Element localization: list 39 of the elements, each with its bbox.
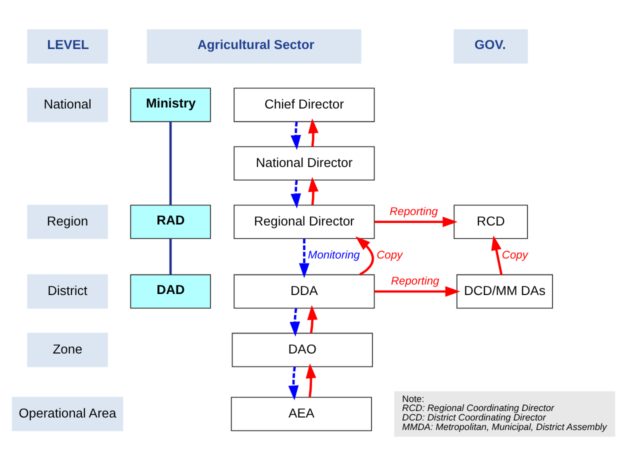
connector bbox=[169, 122, 172, 206]
node-box: National bbox=[27, 88, 108, 122]
arrow bbox=[290, 308, 300, 337]
node-box: DDA bbox=[234, 274, 375, 309]
node-box: RCD bbox=[454, 204, 528, 240]
node-box: Region bbox=[27, 204, 108, 240]
node-box: National Director bbox=[234, 146, 375, 181]
arrow bbox=[299, 238, 310, 278]
edge-label: Copy bbox=[376, 250, 403, 262]
node-box: LEVEL bbox=[27, 29, 108, 64]
connector bbox=[169, 238, 172, 275]
arrow bbox=[290, 180, 301, 209]
edge-label: Monitoring bbox=[308, 250, 360, 262]
node-box: Agricultural Sector bbox=[146, 29, 362, 64]
arrow bbox=[355, 236, 374, 276]
node-box: Ministry bbox=[130, 88, 211, 122]
node-box: GOV. bbox=[454, 29, 528, 64]
node-box: DCD/MM DAs bbox=[456, 274, 553, 309]
arrow bbox=[290, 122, 301, 150]
arrow bbox=[306, 363, 316, 398]
node-box: RAD bbox=[130, 204, 211, 240]
node-box: District bbox=[27, 274, 108, 309]
edge-label: Reporting bbox=[391, 276, 440, 288]
node-box: Operational Area bbox=[12, 396, 124, 432]
arrow bbox=[307, 304, 318, 334]
arrow bbox=[308, 176, 319, 206]
arrow bbox=[374, 216, 458, 228]
node-box: Zone bbox=[27, 332, 108, 368]
edge-label: Reporting bbox=[390, 206, 438, 218]
arrow bbox=[308, 118, 319, 147]
arrow bbox=[491, 235, 503, 275]
node-box: DAO bbox=[232, 332, 373, 368]
node-box: DAD bbox=[130, 274, 211, 309]
arrow bbox=[374, 286, 460, 297]
node-box: Regional Director bbox=[234, 204, 375, 240]
node-box: AEA bbox=[230, 396, 372, 432]
arrow bbox=[288, 366, 299, 400]
node-box: Chief Director bbox=[234, 88, 375, 122]
edge-label: Copy bbox=[502, 250, 528, 262]
